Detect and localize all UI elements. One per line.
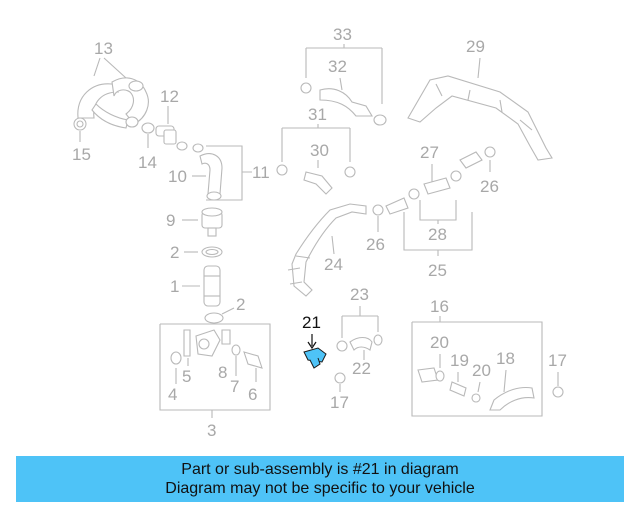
hose-10 [192,143,223,201]
info-banner: Part or sub-assembly is #21 in diagram D… [16,456,624,502]
callout-10: 10 [168,167,187,186]
hose-30 [276,164,356,195]
callout-26-right: 26 [480,177,499,196]
bracket-29 [407,75,553,161]
callout-4: 4 [168,385,177,404]
clamp-15 [73,117,87,131]
callout-13: 13 [94,39,113,58]
pipe-24 [287,203,367,297]
callout-22: 22 [352,359,371,378]
callout-2-upper: 2 [170,243,179,262]
clamp-2-upper [201,246,223,258]
clamp-14 [141,122,155,134]
callout-21: 21 [302,313,321,332]
clamp-17-center [334,372,346,384]
fitting-9 [201,207,223,237]
parts-diagram: 13 15 14 12 10 11 9 2 [72,25,567,440]
assembly-box-16 [411,321,543,417]
fitting-27-group [372,146,496,216]
banner-line-2: Diagram may not be specific to your vehi… [165,480,475,497]
callout-8: 8 [218,363,227,382]
callout-32: 32 [328,57,347,76]
callout-20-right: 20 [472,361,491,380]
assembly-box-3 [159,323,271,411]
callout-7: 7 [230,377,239,396]
callout-30: 30 [310,141,329,160]
callout-9: 9 [166,211,175,230]
banner-line-1: Part or sub-assembly is #21 in diagram [181,461,459,478]
callout-23: 23 [350,285,369,304]
callout-2-lower: 2 [236,295,245,314]
callout-29: 29 [466,37,485,56]
hose-assembly-13 [77,77,149,129]
callout-18: 18 [496,349,515,368]
callout-17-right: 17 [548,351,567,370]
part-21-highlighted[interactable] [303,347,327,369]
callout-14: 14 [138,153,157,172]
callout-3: 3 [207,421,216,440]
clamp-17-right [552,386,564,398]
callout-16: 16 [430,297,449,316]
fitting-12 [155,125,188,151]
callout-5: 5 [182,367,191,386]
hose-22 [336,334,383,352]
callout-24: 24 [324,255,343,274]
callout-6: 6 [248,385,257,404]
hose-32 [300,82,387,126]
callout-12: 12 [160,87,179,106]
callout-17-center: 17 [330,393,349,412]
callout-27: 27 [420,143,439,162]
callout-11: 11 [252,163,270,182]
hose-1 [203,265,221,307]
callout-26-left: 26 [366,235,385,254]
clamp-2-lower [204,312,224,324]
callout-25: 25 [428,261,447,280]
callout-31: 31 [308,105,327,124]
callout-33: 33 [333,25,352,44]
callout-19: 19 [450,351,469,370]
callout-20-left: 20 [430,333,449,352]
callout-28: 28 [428,225,447,244]
callout-1: 1 [170,277,179,296]
callout-15: 15 [72,145,91,164]
